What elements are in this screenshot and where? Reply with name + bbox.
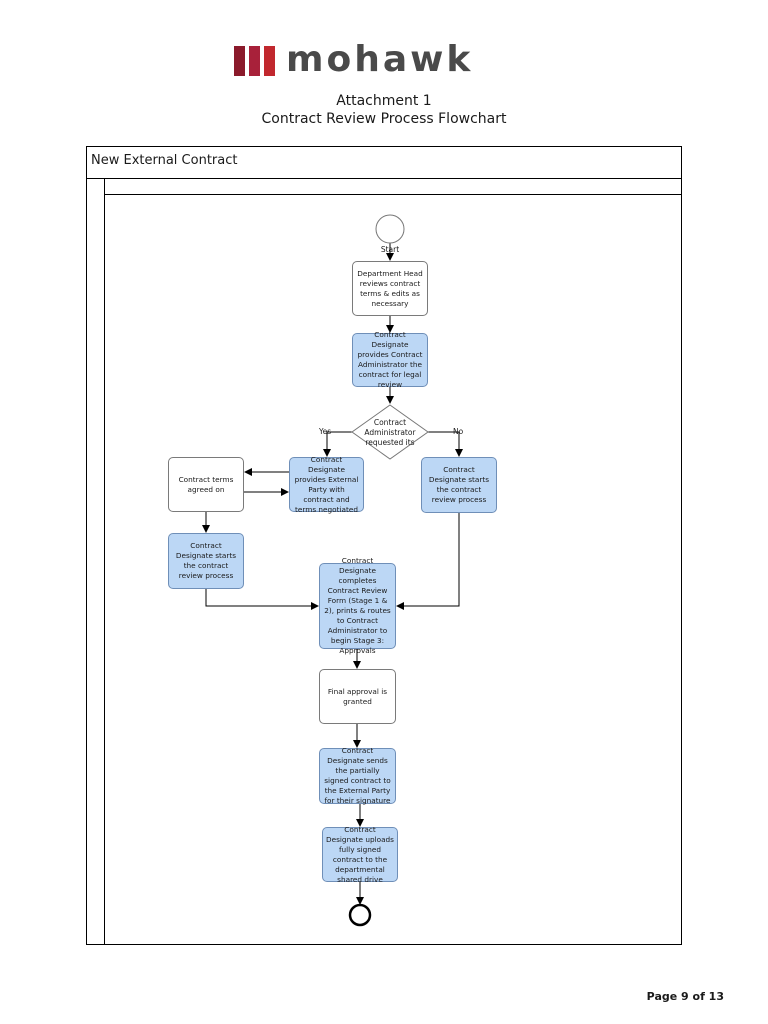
yes-label: Yes xyxy=(319,427,332,436)
attachment-label: Attachment 1 xyxy=(336,93,432,109)
logo-bar-3 xyxy=(264,46,275,76)
logo-bar-2 xyxy=(249,46,260,76)
start-node xyxy=(375,214,405,244)
logo-bar-1 xyxy=(234,46,245,76)
node-dept-head-reviews: Department Head reviews contract terms &… xyxy=(352,261,428,316)
swimlane-frame: New External Contract xyxy=(86,146,682,945)
node-starts-review-right: Contract Designate starts the contract r… xyxy=(421,457,497,513)
page-number: Page 9 of 13 xyxy=(646,990,724,1003)
lane-subheader-divider xyxy=(104,194,682,195)
node-provides-external: Contract Designate provides External Par… xyxy=(289,455,364,514)
node-final-approval: Final approval is granted xyxy=(319,669,396,724)
no-label: No xyxy=(453,427,464,436)
page-title: Contract Review Process Flowchart xyxy=(261,111,507,127)
connector-decision-no xyxy=(428,431,463,457)
connector-starts-left-to-form xyxy=(205,589,319,610)
connector-starts-right-to-form xyxy=(396,513,460,610)
lane-header-divider xyxy=(86,178,682,179)
decision-diamond xyxy=(351,404,429,460)
mohawk-logo: mohawk xyxy=(234,39,534,80)
node-starts-review-left: Contract Designate starts the contract r… xyxy=(168,533,244,589)
node-uploads-drive: Contract Designate uploads fully signed … xyxy=(322,825,398,884)
lane-title: New External Contract xyxy=(91,153,238,168)
end-node xyxy=(348,903,372,927)
node-sends-signed: Contract Designate sends the partially s… xyxy=(319,746,396,805)
lane-left-divider xyxy=(104,178,105,945)
decision-label: Contract Administrator requested its xyxy=(364,418,416,447)
logo-wordmark: mohawk xyxy=(286,39,474,80)
connector-decision-yes xyxy=(323,431,352,457)
node-terms-agreed: Contract terms agreed on xyxy=(168,457,244,512)
node-completes-form: Contract Designate completes Contract Re… xyxy=(319,556,396,655)
start-label: Start xyxy=(380,245,400,254)
node-provides-admin: Contract Designate provides Contract Adm… xyxy=(352,330,428,389)
